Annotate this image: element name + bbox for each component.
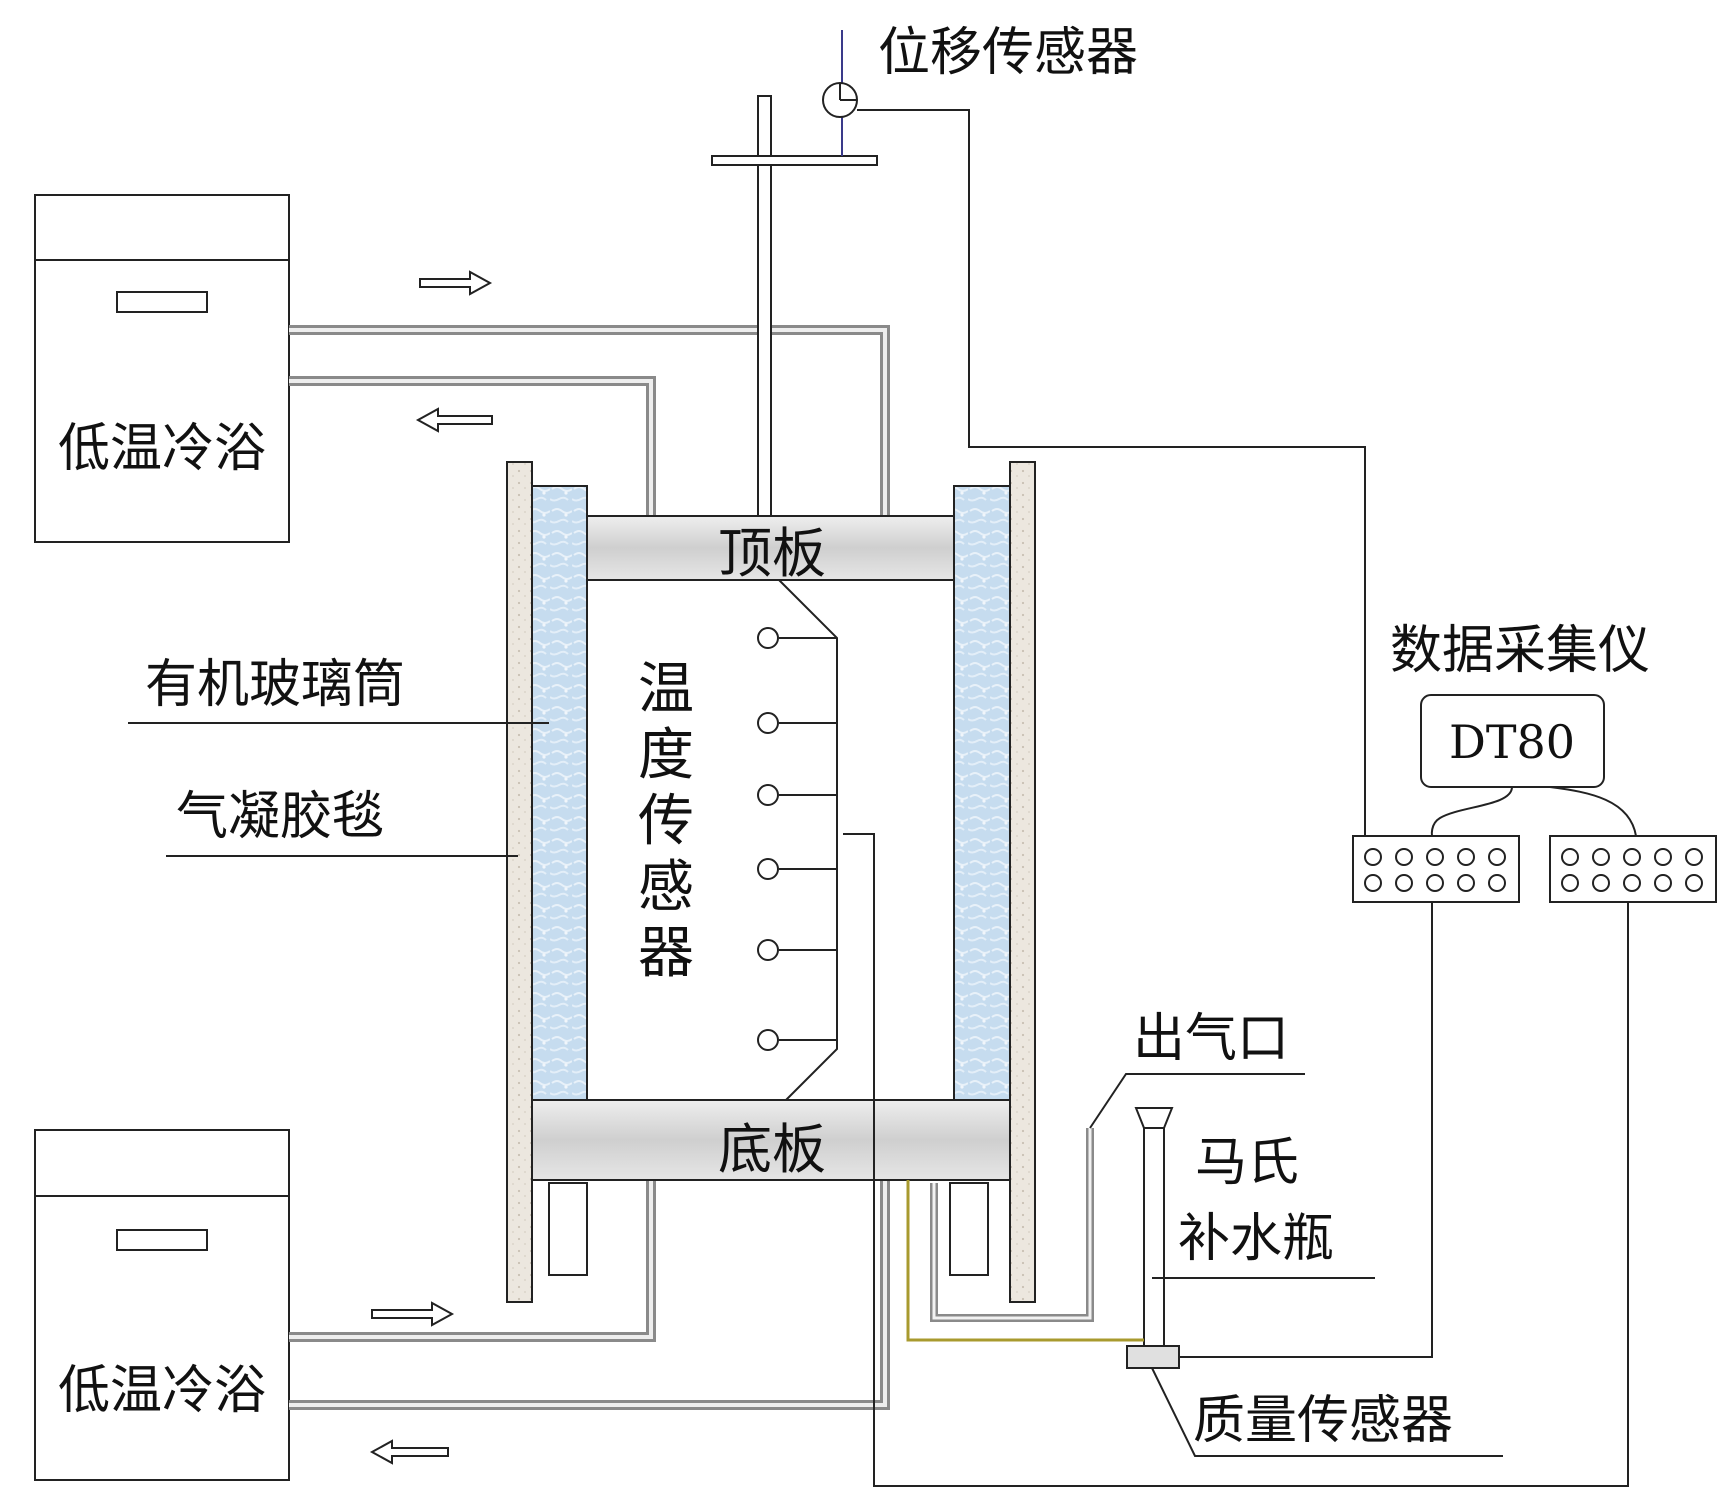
support-foot-right (949, 1182, 989, 1276)
temp-sensor-char-1: 温 (638, 657, 694, 722)
mariotte-bottle: 马氏 补水瓶 (906, 1107, 1375, 1347)
temp-probe-5 (757, 939, 779, 961)
mass-sensor-wire (1179, 902, 1433, 1358)
data-logger-label: 数据采集仪 (1390, 621, 1650, 681)
flow-arrow-right-bottom (371, 1301, 455, 1327)
mass-sensor: 质量传感器 (1126, 902, 1503, 1457)
aerogel-blanket-label: 气凝胶毯 (176, 787, 384, 847)
plexiglass-tube-left (506, 461, 533, 1303)
dt80-label: DT80 (1449, 715, 1575, 769)
support-foot-left (548, 1182, 588, 1276)
temp-probe-6 (757, 1029, 779, 1051)
data-logger: 数据采集仪 DT80 (1390, 621, 1650, 837)
top-plate-label: 顶板 (718, 522, 826, 585)
mariotte-label-line2: 补水瓶 (1178, 1209, 1334, 1269)
pipes-top-bath (289, 325, 890, 516)
temperature-probes (757, 627, 779, 1051)
temp-probe-2 (757, 712, 779, 734)
top-plate (586, 515, 955, 581)
gas-outlet-label: 出气口 (1133, 1009, 1289, 1069)
cold-bath-bottom-display (116, 1229, 208, 1251)
temp-sensor-char-4: 感 (638, 855, 694, 920)
cold-bath-top-label: 低温冷浴 (58, 419, 266, 479)
cold-bath-top-display (116, 291, 208, 313)
displacement-sensor-label: 位移传感器 (878, 23, 1138, 83)
temp-sensor-char-2: 度 (638, 723, 694, 788)
gas-outlet: 出气口 (930, 1009, 1305, 1322)
aerogel-blanket-left (531, 485, 588, 1101)
flow-arrow-left-top (415, 407, 493, 433)
bottom-plate (531, 1099, 1011, 1181)
temp-sensor-char-5: 器 (638, 921, 694, 986)
main-cylinder: 顶板 底板 (506, 461, 1036, 1303)
loading-rod (711, 95, 878, 517)
temp-probe-4 (757, 858, 779, 880)
mass-sensor-body (1126, 1345, 1180, 1369)
flow-arrow-left-bottom (369, 1439, 449, 1465)
displacement-wire (857, 109, 1366, 836)
temperature-sensor-wire (843, 833, 1629, 1487)
callout-aerogel-blanket: 气凝胶毯 (166, 787, 518, 857)
cold-bath-bottom-label: 低温冷浴 (58, 1361, 266, 1421)
plexiglass-tube-right (1009, 461, 1036, 1303)
temp-sensor-char-3: 传 (638, 789, 694, 854)
terminal-block-right (1549, 835, 1717, 903)
flow-arrow-right-top (419, 270, 493, 296)
pipes-bottom-bath (289, 1180, 890, 1410)
terminal-block-left (1352, 835, 1520, 903)
temperature-sensor-label: 温 度 传 感 器 (638, 657, 694, 986)
callout-plexiglass-tube: 有机玻璃筒 (128, 655, 549, 724)
loading-crossbar (711, 155, 878, 166)
bottom-plate-label: 底板 (718, 1118, 826, 1181)
cold-bath-top: 低温冷浴 (34, 194, 290, 543)
temperature-sensor-array (778, 579, 1629, 1487)
mass-sensor-label: 质量传感器 (1193, 1391, 1453, 1451)
temp-probe-3 (757, 784, 779, 806)
displacement-sensor: 位移传感器 (822, 23, 1138, 156)
plexiglass-tube-label: 有机玻璃筒 (145, 655, 405, 715)
cold-bath-bottom: 低温冷浴 (34, 1129, 290, 1481)
aerogel-blanket-right (953, 485, 1011, 1101)
temp-probe-1 (757, 627, 779, 649)
mariotte-label-line1: 马氏 (1195, 1133, 1299, 1193)
water-supply-line (906, 1180, 1144, 1342)
